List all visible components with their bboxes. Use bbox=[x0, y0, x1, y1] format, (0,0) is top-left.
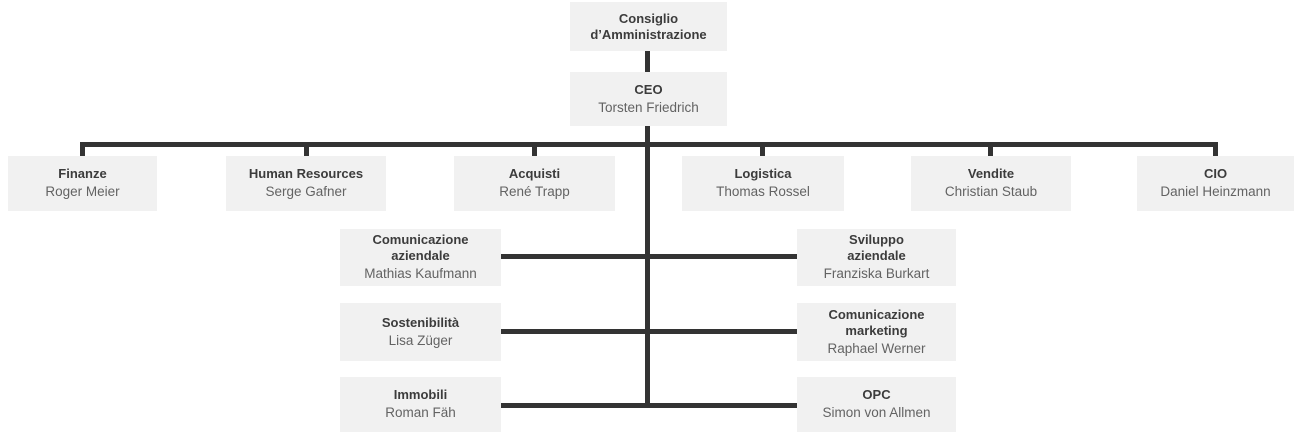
node-name: Thomas Rossel bbox=[716, 184, 810, 199]
connector-drop-finanze bbox=[80, 142, 85, 157]
org-node-board: Consiglio d’Amministrazione bbox=[570, 2, 727, 51]
org-node-opc: OPC Simon von Allmen bbox=[797, 377, 956, 432]
org-node-ceo: CEO Torsten Friedrich bbox=[570, 72, 727, 126]
node-name: Serge Gafner bbox=[265, 184, 347, 199]
node-title: Comunicazione aziendale bbox=[372, 232, 469, 263]
node-title: Human Resources bbox=[248, 166, 364, 181]
node-name: Roman Fäh bbox=[385, 405, 456, 420]
connector-staff-row-2 bbox=[500, 329, 798, 334]
node-title: Comunicazione marketing bbox=[828, 306, 925, 338]
connector-board-ceo bbox=[645, 51, 650, 72]
node-title: Vendite bbox=[967, 166, 1015, 181]
node-name: Lisa Züger bbox=[388, 332, 453, 348]
node-title: CIO bbox=[1203, 166, 1228, 181]
node-name: Mathias Kaufmann bbox=[364, 266, 477, 281]
connector-drop-logistica bbox=[760, 142, 765, 157]
org-node-sviluppo-aziendale: Sviluppo aziendale Franziska Burkart bbox=[797, 229, 956, 286]
node-name: Daniel Heinzmann bbox=[1160, 184, 1271, 199]
node-name: Roger Meier bbox=[45, 184, 120, 199]
org-node-comunicazione-aziendale: Comunicazione aziendale Mathias Kaufmann bbox=[340, 229, 501, 286]
org-node-finanze: Finanze Roger Meier bbox=[8, 156, 157, 211]
connector-drop-human-resources bbox=[304, 142, 309, 157]
connector-drop-acquisti bbox=[532, 142, 537, 157]
org-node-cio: CIO Daniel Heinzmann bbox=[1137, 156, 1294, 211]
node-title: Finanze bbox=[58, 166, 107, 181]
connector-staff-row-1 bbox=[500, 254, 798, 259]
node-title: Acquisti bbox=[508, 166, 561, 181]
node-title: Consiglio d’Amministrazione bbox=[590, 10, 707, 42]
node-name: Torsten Friedrich bbox=[598, 99, 699, 115]
org-node-human-resources: Human Resources Serge Gafner bbox=[226, 156, 386, 211]
node-name: Christian Staub bbox=[944, 184, 1038, 199]
connector-staff-row-3 bbox=[500, 403, 798, 408]
org-node-sostenibilita: Sostenibilità Lisa Züger bbox=[340, 303, 501, 361]
node-name: René Trapp bbox=[499, 184, 570, 199]
org-node-logistica: Logistica Thomas Rossel bbox=[682, 156, 844, 211]
connector-drop-cio bbox=[1213, 142, 1218, 157]
node-title: Immobili bbox=[393, 387, 448, 402]
connector-central-spine bbox=[645, 126, 650, 408]
node-title: CEO bbox=[634, 81, 663, 97]
node-title: Sviluppo aziendale bbox=[847, 232, 906, 263]
org-node-acquisti: Acquisti René Trapp bbox=[454, 156, 615, 211]
node-name: Simon von Allmen bbox=[822, 405, 931, 420]
node-title: Logistica bbox=[734, 166, 792, 181]
org-node-vendite: Vendite Christian Staub bbox=[911, 156, 1071, 211]
org-node-comunicazione-marketing: Comunicazione marketing Raphael Werner bbox=[797, 303, 956, 361]
node-name: Franziska Burkart bbox=[823, 266, 930, 281]
node-title: OPC bbox=[862, 387, 891, 402]
connector-drop-vendite bbox=[988, 142, 993, 157]
connector-departments-horizontal bbox=[80, 142, 1218, 147]
node-name: Raphael Werner bbox=[827, 340, 926, 356]
node-title: Sostenibilità bbox=[381, 314, 460, 330]
org-node-immobili: Immobili Roman Fäh bbox=[340, 377, 501, 432]
